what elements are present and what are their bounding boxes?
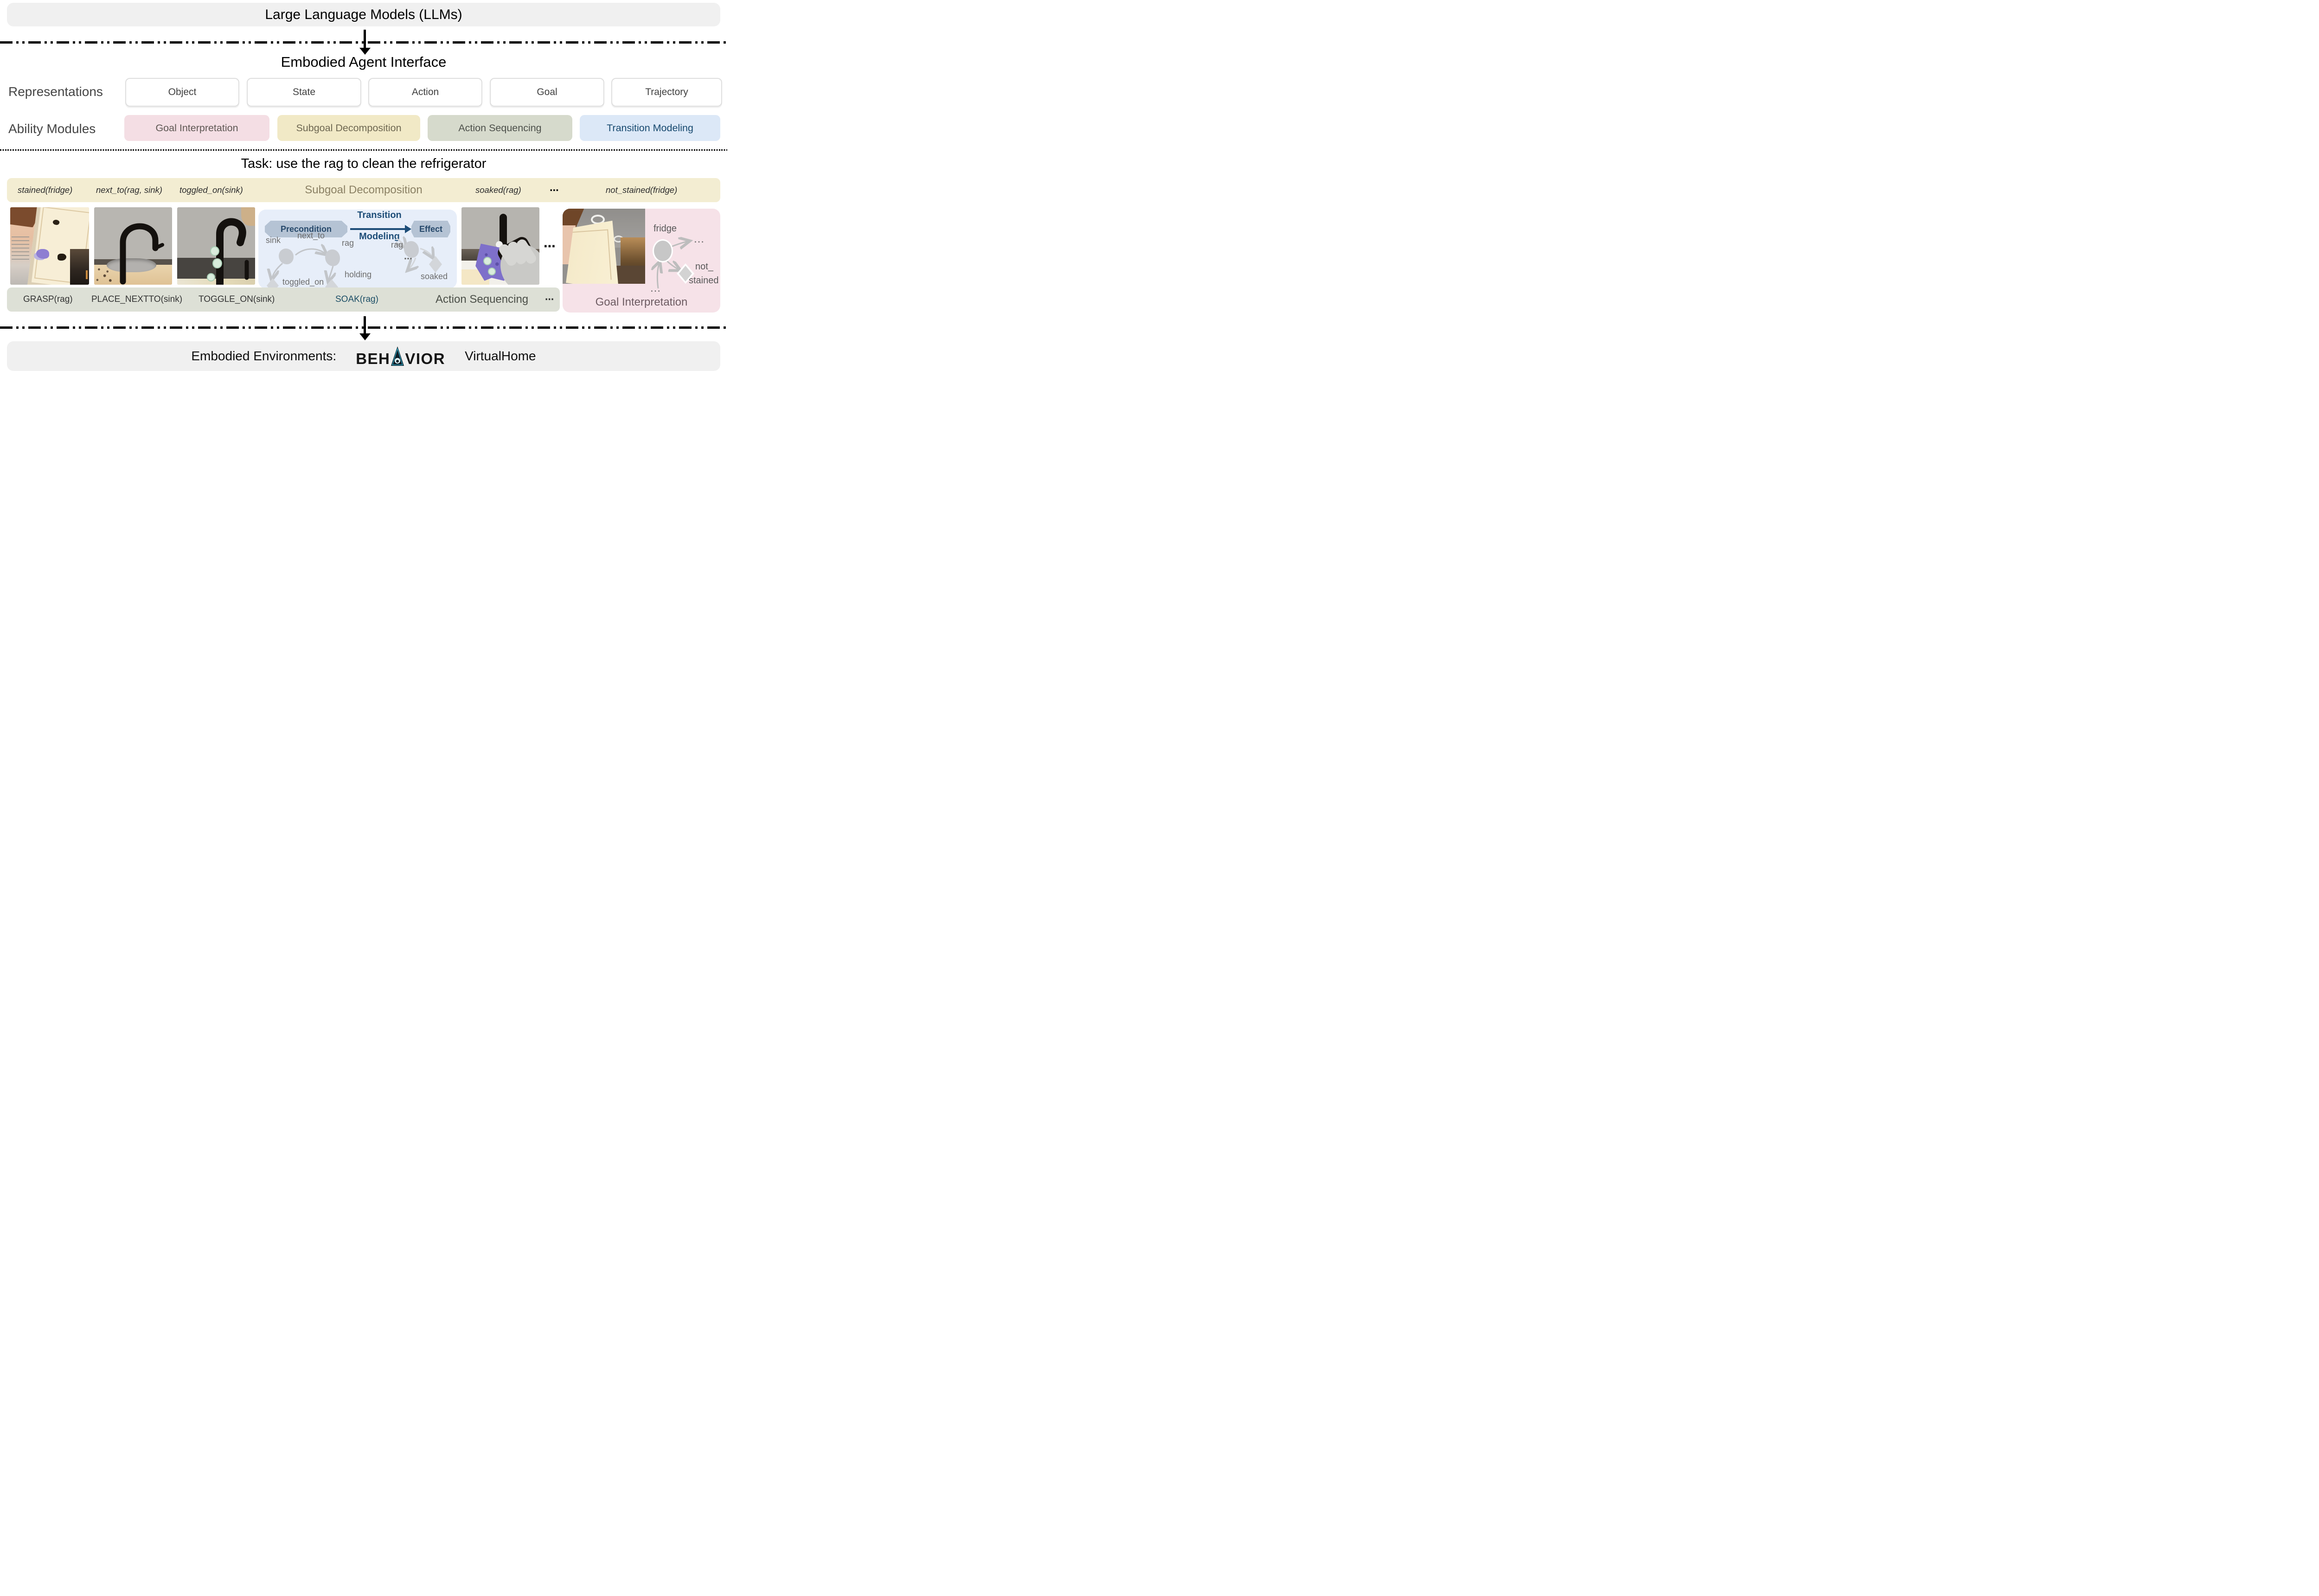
llm-banner: Large Language Models (LLMs) [7,3,720,26]
action-item-soak: SOAK(rag) [335,294,378,304]
representation-box-action: Action [368,78,482,107]
photo-water-droplet [210,246,219,256]
virtualhome-label: VirtualHome [465,349,536,363]
transition-label-line2: Modeling [359,231,400,242]
edge-label-next-to: next_to [297,231,325,240]
transition-arrow [350,228,406,230]
task-title: Task: use the rag to clean the refrigera… [241,156,487,171]
module-box-subgoal-decomposition: Subgoal Decomposition [277,115,420,141]
subgoal-banner: Subgoal Decomposition stained(fridge) ne… [7,178,720,202]
photo-soak-rag [461,207,539,285]
photo-sink-faucet [94,207,172,285]
subgoal-predicate: next_to(rag, sink) [96,185,162,195]
behavior-logo-text-left: BEH [356,350,391,367]
photo-kitchen-background [70,249,89,285]
node-label-not: not_ [695,262,713,272]
subgoal-banner-label: Subgoal Decomposition [305,184,423,196]
graph-ellipsis: … [693,233,705,245]
node-label-toggled-on: toggled_on [282,277,324,287]
ability-modules-label: Ability Modules [8,121,96,136]
photo-water-droplet [488,268,496,276]
representation-box-trajectory: Trajectory [611,78,722,107]
node-label-sink: sink [266,236,281,245]
photo-sink-basin [106,258,157,273]
photo-stain [58,254,66,261]
photo-stained-fridge [10,207,89,285]
photo-water-droplet [212,258,222,269]
graph-ellipsis: … [650,282,661,294]
precondition-pill: Precondition [265,221,347,237]
node-label-rag-effect: rag [391,240,404,249]
subgoal-predicate: stained(fridge) [18,185,73,195]
arrow-head [359,48,371,55]
action-item: GRASP(rag) [23,294,73,304]
node-label-holding: holding [345,270,372,279]
module-box-goal-interpretation: Goal Interpretation [124,115,269,141]
llm-banner-title: Large Language Models (LLMs) [265,6,462,22]
photo-fridge-goal [563,209,645,284]
behavior-logo-text-right: VIOR [405,350,446,367]
photo-window [85,270,88,279]
goal-interpretation-panel: fridge … not_ stained … Goal Interpretat… [563,209,720,313]
action-sequencing-banner: GRASP(rag) PLACE_NEXTTO(sink) TOGGLE_ON(… [7,287,560,312]
subgoal-predicate: soaked(rag) [475,185,521,195]
node-label-rag: rag [342,238,354,248]
representation-box-object: Object [125,78,239,107]
photo-faucet-shape [120,223,164,285]
module-box-transition-modeling: Transition Modeling [580,115,720,141]
action-item: TOGGLE_ON(sink) [199,294,275,304]
representations-label: Representations [8,84,103,99]
transition-label-line1: Transition [357,210,402,220]
arrow-head [359,333,371,340]
action-ellipsis: ⋯ [545,294,554,305]
photo-shelf-rack [12,236,29,262]
environments-banner: Embodied Environments: BEH VIOR VirtualH… [7,341,720,371]
representation-box-goal: Goal [490,78,604,107]
subgoal-predicate: toggled_on(sink) [179,185,243,195]
figure-embodied-agent-interface: Large Language Models (LLMs) Embodied Ag… [0,0,727,374]
dotted-divider [0,149,727,151]
action-item: PLACE_NEXTTO(sink) [91,294,183,304]
object-node-fridge [653,239,673,262]
subgoal-ellipsis: ⋯ [550,185,559,196]
environments-prefix: Embodied Environments: [191,349,337,363]
behavior-logo-a-icon [391,346,404,366]
node-label-stained: stained [689,275,719,286]
photo-background-object [241,207,255,226]
subgoal-predicate: not_stained(fridge) [606,185,678,195]
photo-faucet-on [177,207,255,285]
module-box-action-sequencing: Action Sequencing [428,115,572,141]
interface-title: Embodied Agent Interface [281,54,447,70]
object-node-rag [325,249,340,266]
behavior-logo: BEH VIOR [356,346,445,366]
photo-water-droplet [483,256,492,265]
node-label-fridge: fridge [653,223,677,234]
arrow-stem [364,30,366,48]
object-node-sink [279,249,294,264]
photo-row-ellipsis: ⋯ [544,239,556,253]
goal-interpretation-label: Goal Interpretation [595,296,688,308]
transition-arrow-head [405,225,411,233]
photo-water-droplet [206,273,215,281]
transition-modeling-panel: Precondition Effect Transition Modeling … [258,210,457,295]
action-sequencing-label: Action Sequencing [436,293,529,306]
photo-faucet-shape [216,218,249,285]
effect-pill: Effect [411,221,450,237]
node-label-soaked: soaked [421,272,448,281]
photo-fridge-door [566,220,619,284]
arrow-stem [364,316,366,334]
photo-rag [36,249,50,259]
object-node-rag-effect [404,241,419,258]
representation-box-state: State [247,78,361,107]
